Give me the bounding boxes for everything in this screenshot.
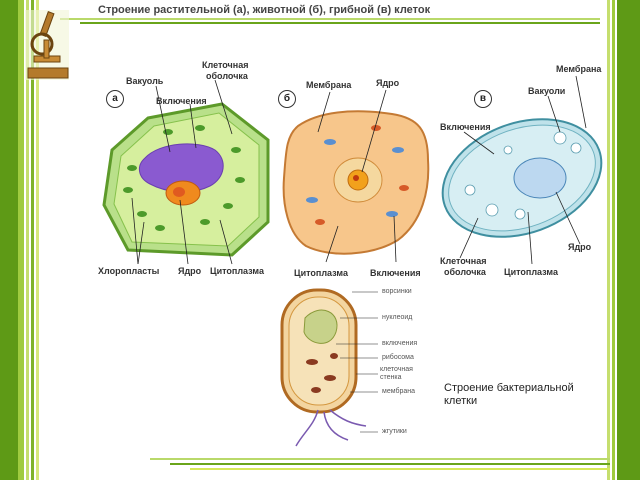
plant-cell-diagram (102, 79, 270, 265)
fungal-membrane-label: Мембрана (556, 64, 602, 74)
plant-nucleus-label: Ядро (178, 266, 202, 276)
fungal-nucleus-label: Ядро (568, 242, 592, 252)
bacterium-nucleoid-label: нуклеоид (382, 314, 413, 321)
plant-cytoplasm-label: Цитоплазма (210, 266, 264, 276)
animal-inclusions-label: Включения (370, 268, 421, 278)
plant-wall-label: Клеточная (202, 60, 249, 70)
animal-cytoplasm-label: Цитоплазма (294, 268, 348, 278)
animal-cell-marker: б (278, 90, 296, 108)
fungal-wall-label-2: оболочка (444, 267, 486, 277)
plant-inclusions-label: Включения (156, 96, 207, 106)
plant-wall-label-2: оболочка (206, 71, 248, 81)
bacterium-membrane-label: мембрана (382, 388, 415, 395)
fungal-inclusions-label: Включения (440, 122, 491, 132)
animal-membrane-label: Мембрана (306, 80, 352, 90)
animal-nucleus-label: Ядро (376, 78, 400, 88)
bacterium-ribosome-label: рибосома (382, 354, 414, 361)
bacterium-flagella-label: жгутики (382, 428, 407, 435)
plant-vacuole-label: Вакуоль (126, 76, 164, 86)
fungal-wall-label: Клеточная (440, 256, 487, 266)
slide-title: Строение растительной (а), животной (б),… (98, 4, 431, 16)
fungal-cell-marker: в (474, 90, 492, 108)
bacterium-caption: Строение бактериальной клетки (444, 382, 574, 407)
plant-cell-marker: а (106, 90, 124, 108)
plant-chloroplasts-label: Хлоропласты (98, 266, 160, 276)
bacterium-inclusions-label: включения (382, 340, 418, 347)
bacterium-villi-label: ворсинки (382, 288, 412, 295)
fungal-cytoplasm-label: Цитоплазма (504, 267, 558, 277)
bacterium-wall-label: клеточная (380, 366, 413, 373)
animal-cell-diagram (282, 89, 430, 263)
fungal-vacuoles-label: Вакуоли (528, 86, 566, 96)
bacterium-diagram (280, 288, 378, 447)
fungal-cell-diagram (441, 75, 603, 265)
bacterium-wall-label-2: стенка (380, 374, 402, 381)
